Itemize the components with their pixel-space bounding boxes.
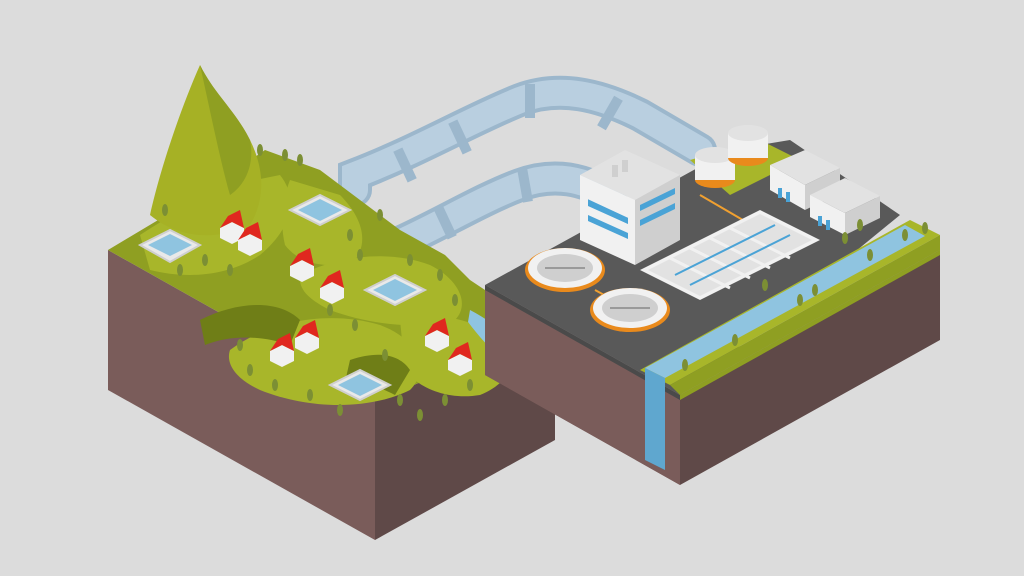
tree-icon [282,149,288,161]
tree-icon [352,319,358,331]
reservoir-icon [327,368,393,402]
mountain-icon [150,65,262,236]
river-icon [645,225,925,470]
auxiliary-building [810,178,880,235]
tree-icon [417,409,423,421]
tree-icon [227,264,233,276]
tree-icon [922,222,928,234]
reservoir-icon [362,273,428,307]
house-icon [290,248,314,282]
reservoir-icon [287,193,353,227]
tree-icon [357,249,363,261]
reservoir-icon [137,228,203,264]
tree-icon [377,209,383,221]
tree-icon [682,359,688,371]
trees-right [682,219,928,371]
tree-icon [797,294,803,306]
house-icon [320,270,344,304]
tree-icon [202,254,208,266]
tree-icon [177,264,183,276]
tree-icon [327,304,333,316]
tree-icon [842,232,848,244]
tree-icon [382,349,388,361]
pipe-upper [338,75,717,207]
tree-icon [307,389,313,401]
tree-icon [762,279,768,291]
tree-icon [857,219,863,231]
pipe-lower [378,161,627,262]
clarifier-icon [525,248,605,292]
house-icon [448,342,472,376]
tree-icon [442,394,448,406]
tree-icon [257,144,263,156]
storage-tank-icon [695,147,735,188]
tree-icon [902,229,908,241]
tree-icon [162,204,168,216]
tree-icon [272,379,278,391]
tree-icon [237,339,243,351]
tree-icon [867,249,873,261]
house-icon [270,333,294,367]
clarifier-icon [590,288,670,332]
tree-icon [732,334,738,346]
tree-icon [397,394,403,406]
house-icon [238,222,262,256]
tree-icon [337,404,343,416]
tree-icon [407,254,413,266]
tree-icon [347,229,353,241]
tree-icon [437,269,443,281]
treatment-basins [640,210,820,300]
tree-icon [467,379,473,391]
storage-tank-icon [728,125,768,166]
house-icon [295,320,319,354]
tree-icon [247,364,253,376]
tree-icon [452,294,458,306]
house-icon [425,318,449,352]
tree-icon [297,154,303,166]
factory-icon [580,150,680,265]
house-icon [220,210,244,244]
tree-icon [812,284,818,296]
